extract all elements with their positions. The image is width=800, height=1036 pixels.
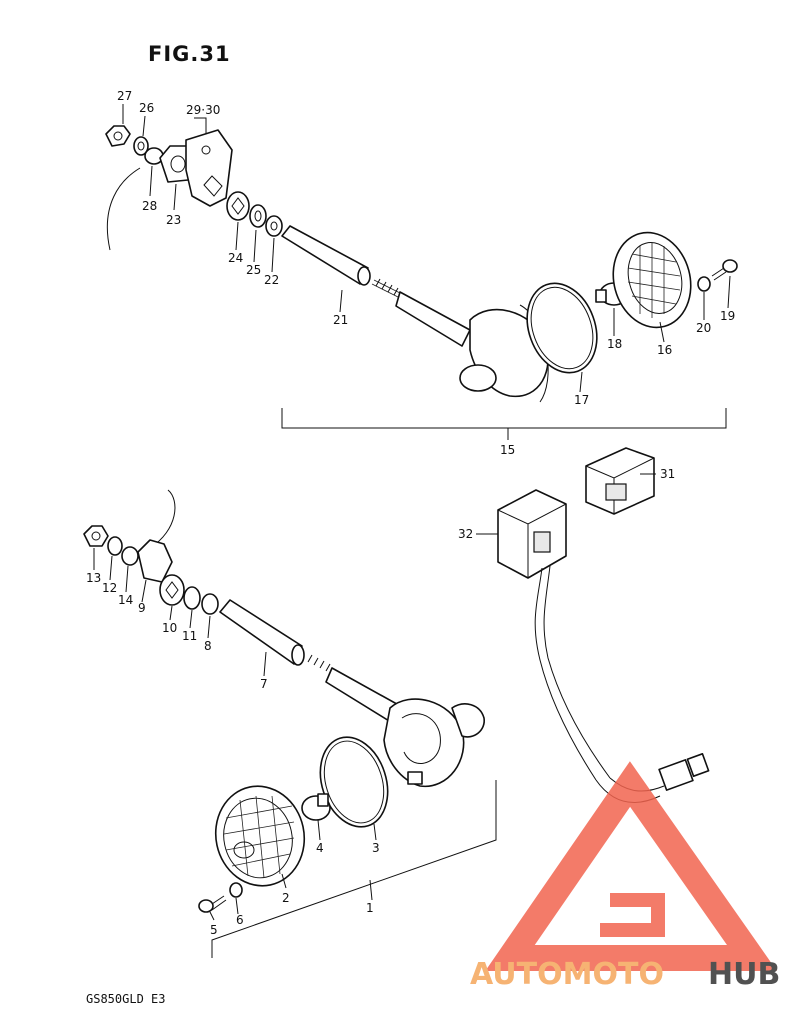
screw-5 [198,899,214,913]
group-bracket-15 [281,408,727,429]
cushion-10 [159,574,185,606]
callout-22: 22 [264,273,279,287]
callout-26: 26 [139,101,154,115]
callout-3: 3 [372,841,380,855]
nut-8 [201,593,219,615]
flasher-relays [497,447,710,804]
wire-lower [149,489,176,549]
callout-labels: 27 26 29·30 28 23 24 25 22 21 17 18 16 2… [86,89,735,937]
nut-27 [105,125,131,147]
gasket-17 [526,282,598,374]
cushion-24 [226,191,250,221]
washer-25 [249,204,267,228]
screw-19 [722,259,738,273]
callout-2: 2 [282,891,290,905]
callout-9: 9 [138,601,146,615]
housing-lower [383,698,465,788]
connector [658,759,694,791]
callout-10: 10 [162,621,177,635]
callout-28: 28 [142,199,157,213]
callout-8: 8 [204,639,212,653]
callout-4: 4 [316,841,324,855]
leader-lines [93,104,731,921]
model-code: GS850GLD E3 [86,992,166,1006]
callout-31: 31 [660,467,675,481]
callout-16: 16 [657,343,672,357]
callout-18: 18 [607,337,622,351]
terminal-14 [121,546,139,566]
terminal-28 [144,147,164,165]
callout-19: 19 [720,309,735,323]
washer-20 [697,276,711,292]
callout-5: 5 [210,923,218,937]
upper-turn-signal-assembly [105,125,738,403]
bracket-29-30 [185,129,233,207]
callout-7: 7 [260,677,268,691]
nut-22 [265,215,283,237]
sleeve-7 [219,599,303,665]
callout-14: 14 [118,593,133,607]
callout-21: 21 [333,313,348,327]
nut-13 [83,525,109,547]
washer-12 [107,536,123,556]
wire-upper [106,167,141,251]
callout-17: 17 [574,393,589,407]
figure-title: FIG.31 [148,42,231,66]
callout-12: 12 [102,581,117,595]
relay-32 [497,489,567,579]
callout-24: 24 [228,251,243,265]
watermark-text-a: AUTOMOTO [470,957,664,992]
callout-23: 23 [166,213,181,227]
relay-31 [585,447,655,515]
group-bracket-1 [211,780,497,958]
washer-26 [133,136,149,156]
lower-turn-signal-assembly [83,489,485,913]
gasket-3 [319,736,389,828]
callout-25: 25 [246,263,261,277]
callout-6: 6 [236,913,244,927]
callout-15: 15 [500,443,515,457]
watermark-logo: AUTOMOTO HUB [470,761,780,992]
callout-29-30: 29·30 [186,103,220,117]
watermark-text-b: HUB [708,957,780,992]
callout-32: 32 [458,527,473,541]
callout-20: 20 [696,321,711,335]
callout-11: 11 [182,629,197,643]
harness [534,567,597,781]
washer-6 [229,882,243,898]
callout-13: 13 [86,571,101,585]
callout-27: 27 [117,89,132,103]
nut-9 [137,539,173,583]
washer-11 [183,586,201,610]
callout-1: 1 [366,901,374,915]
stem [395,291,471,347]
sleeve-21 [281,225,369,285]
